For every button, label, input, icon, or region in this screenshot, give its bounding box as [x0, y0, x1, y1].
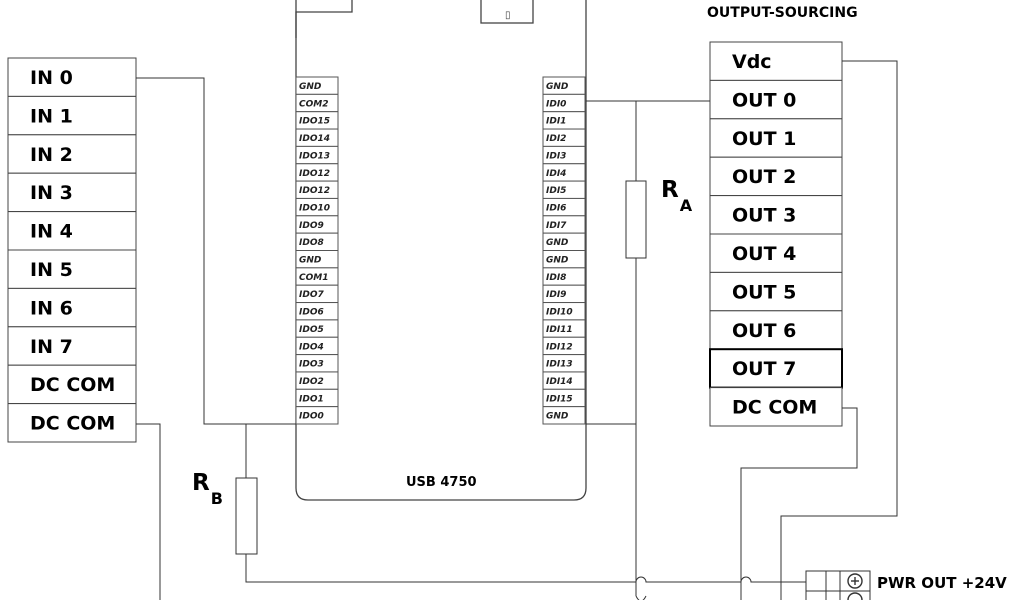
- board-left-pin: IDO0: [299, 412, 324, 422]
- board-left-pin: IDO8: [299, 238, 324, 248]
- output-terminal-label-cell: [709, 118, 843, 158]
- board-left-pin-cell: [295, 406, 339, 425]
- input-terminal-label-cell: [7, 95, 137, 136]
- output-terminal-label-cell: [709, 233, 843, 273]
- input-terminal-label: IN 2: [30, 144, 73, 166]
- output-terminal-label-cell: [709, 41, 843, 81]
- board-right-pin: GND: [546, 82, 569, 92]
- output-terminal-label: DC COM: [732, 397, 817, 419]
- output-terminal-label: OUT 7: [732, 358, 796, 380]
- board-label: USB 4750: [406, 475, 477, 490]
- output-terminal-label: OUT 3: [732, 205, 796, 227]
- input-terminal-label-cell: [7, 287, 137, 328]
- input-terminal-label: DC COM: [30, 413, 115, 435]
- svg-text:▯: ▯: [505, 10, 511, 21]
- output-terminal-label: OUT 1: [732, 128, 796, 150]
- board-right-pin: IDI12: [546, 342, 573, 352]
- board-right-pin: IDI13: [546, 360, 573, 370]
- output-terminal-label: OUT 2: [732, 166, 796, 188]
- output-terminal-label: Vdc: [732, 51, 772, 73]
- board-left-pin: GND: [299, 82, 322, 92]
- board-left-pin: IDO6: [299, 308, 324, 318]
- input-terminal-label-cell: [7, 364, 137, 405]
- board-right-pin: IDI3: [546, 151, 566, 161]
- board-left-pin: IDO4: [299, 342, 324, 352]
- resistor-b: [235, 477, 258, 555]
- input-terminal-label-cell: [7, 326, 137, 366]
- board-left-pin: IDO5: [299, 325, 324, 335]
- board-right-pin: GND: [546, 412, 569, 422]
- output-terminal-label-cell: [709, 387, 843, 427]
- board-right-pin: IDI14: [546, 377, 573, 387]
- board-left-pin: COM1: [299, 273, 328, 283]
- board-right-pin: IDI7: [546, 221, 567, 231]
- wires: [136, 60, 898, 600]
- output-terminal-label-cell: [709, 348, 843, 389]
- output-header: OUTPUT-SOURCING: [707, 5, 858, 21]
- board-right-pin: IDI9: [546, 290, 566, 300]
- resistor-b-label: RB: [192, 470, 223, 508]
- output-terminal-label: OUT 0: [732, 89, 796, 111]
- input-terminal-label: IN 6: [30, 297, 73, 319]
- board-right-pin: IDI6: [546, 203, 566, 213]
- input-terminal-label: IN 0: [30, 67, 73, 89]
- board-right-pin: IDI2: [546, 134, 566, 144]
- board-left-pin: IDO7: [299, 290, 324, 300]
- screw-terminal-icon: [847, 592, 863, 600]
- board-right-pin: GND: [546, 238, 569, 248]
- output-terminal-label-cell: [709, 271, 843, 312]
- board-right-pin: IDI1: [546, 117, 566, 127]
- board-right-pin: IDI0: [546, 99, 566, 109]
- board-right-pin: GND: [546, 256, 569, 266]
- resistor-a-label: RA: [661, 177, 693, 215]
- output-terminal-label: OUT 4: [732, 243, 796, 265]
- board-left-pin: COM2: [299, 99, 328, 109]
- output-terminal-label-cell: [709, 195, 843, 235]
- input-terminal-label: IN 3: [30, 182, 73, 204]
- input-terminal-label: IN 7: [30, 336, 73, 358]
- board-left-pin: IDO12: [299, 186, 330, 196]
- board-left-pin: IDO14: [299, 134, 330, 144]
- board-left-pin-block: GNDCOM2IDO15IDO14IDO13IDO12IDO12IDO10IDO…: [295, 76, 339, 425]
- board-left-pin: GND: [299, 256, 322, 266]
- power-label: PWR OUT +24V: [877, 574, 1007, 592]
- input-terminal-label-cell: [7, 211, 137, 251]
- usb-4750-board: ▯: [295, 0, 587, 501]
- output-terminal-label: OUT 5: [732, 281, 796, 303]
- board-left-pin: IDO13: [299, 151, 330, 161]
- input-terminal-label-cell: [7, 57, 137, 97]
- board-right-pin: IDI10: [546, 308, 573, 318]
- output-terminal-label-cell: [709, 156, 843, 197]
- resistor-a: [625, 180, 647, 259]
- board-left-pin: IDO15: [299, 117, 330, 127]
- input-terminal-label-cell: [7, 134, 137, 174]
- board-left-pin: IDO10: [299, 203, 330, 213]
- board-right-pin: IDI5: [546, 186, 566, 196]
- input-terminal-label-cell: [7, 249, 137, 289]
- board-right-pin-cell: [542, 406, 586, 425]
- board-left-pin: IDO2: [299, 377, 324, 387]
- board-left-pin: IDO9: [299, 221, 324, 231]
- board-left-pin: IDO3: [299, 360, 324, 370]
- input-terminal-label: IN 5: [30, 259, 73, 281]
- board-right-pin: IDI15: [546, 394, 573, 404]
- input-terminal-label: IN 4: [30, 221, 73, 243]
- board-right-pin: IDI4: [546, 169, 566, 179]
- input-terminal-block: IN 0 IN 1 IN 2 IN 3 IN 4 IN 5 IN 6 IN 7 DC COM DC…: [7, 57, 137, 443]
- input-terminal-label: IN 1: [30, 105, 73, 127]
- input-terminal-label-cell: [7, 403, 137, 443]
- power-connector: [805, 570, 871, 600]
- board-right-pin: IDI11: [546, 325, 573, 335]
- output-terminal-label: OUT 6: [732, 320, 796, 342]
- input-terminal-label: DC COM: [30, 374, 115, 396]
- board-left-pin: IDO1: [299, 394, 324, 404]
- board-right-pin-block: GNDIDI0IDI1IDI2IDI3IDI4IDI5IDI6IDI7GNDGN…: [542, 76, 586, 425]
- board-left-pin: IDO12: [299, 169, 330, 179]
- board-right-pin: IDI8: [546, 273, 566, 283]
- screw-terminal-icon: [847, 573, 863, 589]
